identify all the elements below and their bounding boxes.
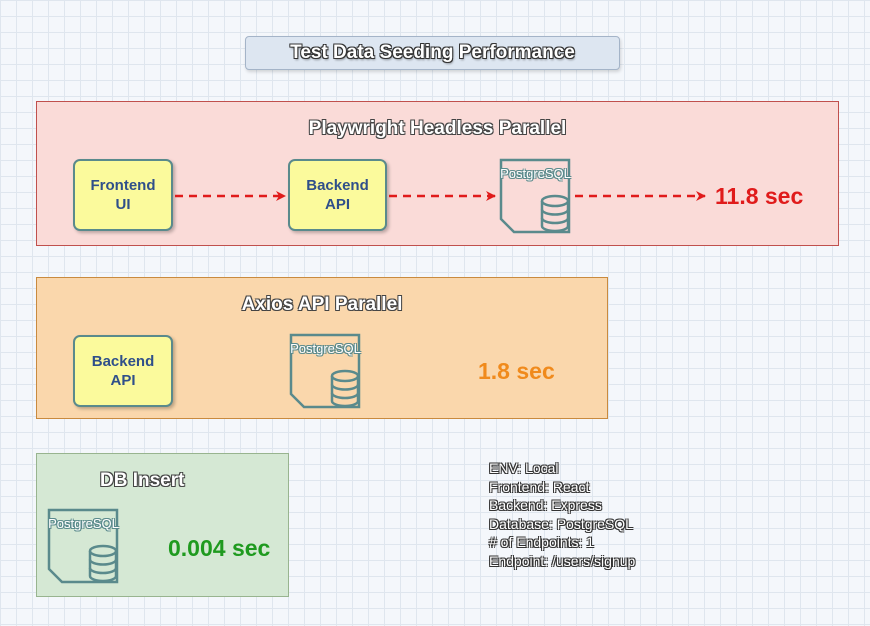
axios-postgresql-db-node[interactable]: PostgreSQL: [288, 333, 363, 409]
backend-api-label-line1: Backend: [306, 177, 369, 194]
postgresql-label: PostgreSQL: [290, 341, 361, 356]
section-playwright-title: Playwright Headless Parallel: [308, 118, 567, 139]
database-icon: [47, 508, 119, 584]
axios-result: 1.8 sec: [478, 358, 555, 384]
postgresql-db-node[interactable]: PostgreSQL: [498, 158, 573, 234]
env-line: Database: PostgreSQL: [489, 515, 633, 532]
section-axios-title: Axios API Parallel: [241, 294, 403, 315]
axios-backend-label-line2: API: [110, 372, 136, 389]
postgresql-label: PostgreSQL: [48, 516, 119, 531]
frontend-ui-node[interactable]: Frontend UI: [73, 159, 173, 231]
postgresql-label: PostgreSQL: [500, 166, 571, 181]
env-line: Endpoint: /users/signup: [489, 552, 636, 569]
frontend-ui-label-line2: UI: [115, 196, 131, 213]
backend-api-label-line2: API: [324, 196, 350, 213]
axios-backend-label-line1: Backend: [91, 353, 155, 370]
database-icon: [499, 158, 571, 234]
backend-api-node[interactable]: Backend API: [288, 159, 387, 231]
db-insert-result: 0.004 sec: [168, 535, 271, 561]
env-line: ENV: Local: [489, 460, 559, 476]
section-db-insert-title: DB Insert: [100, 470, 185, 491]
env-line: Backend: Express: [489, 497, 602, 513]
env-line: Frontend: React: [489, 478, 590, 495]
frontend-ui-label-line1: Frontend: [90, 177, 156, 194]
diagram-title: Test Data Seeding Performance: [245, 36, 620, 70]
environment-notes: ENV: Local Frontend: React Backend: Expr…: [489, 459, 635, 570]
section-db-insert: [36, 453, 289, 597]
playwright-result: 11.8 sec: [715, 183, 804, 209]
env-line: # of Endpoints: 1: [489, 534, 595, 550]
database-icon: [289, 333, 361, 409]
dbinsert-postgresql-db-node[interactable]: PostgreSQL: [46, 508, 121, 584]
axios-backend-api-node[interactable]: Backend API: [73, 335, 173, 407]
